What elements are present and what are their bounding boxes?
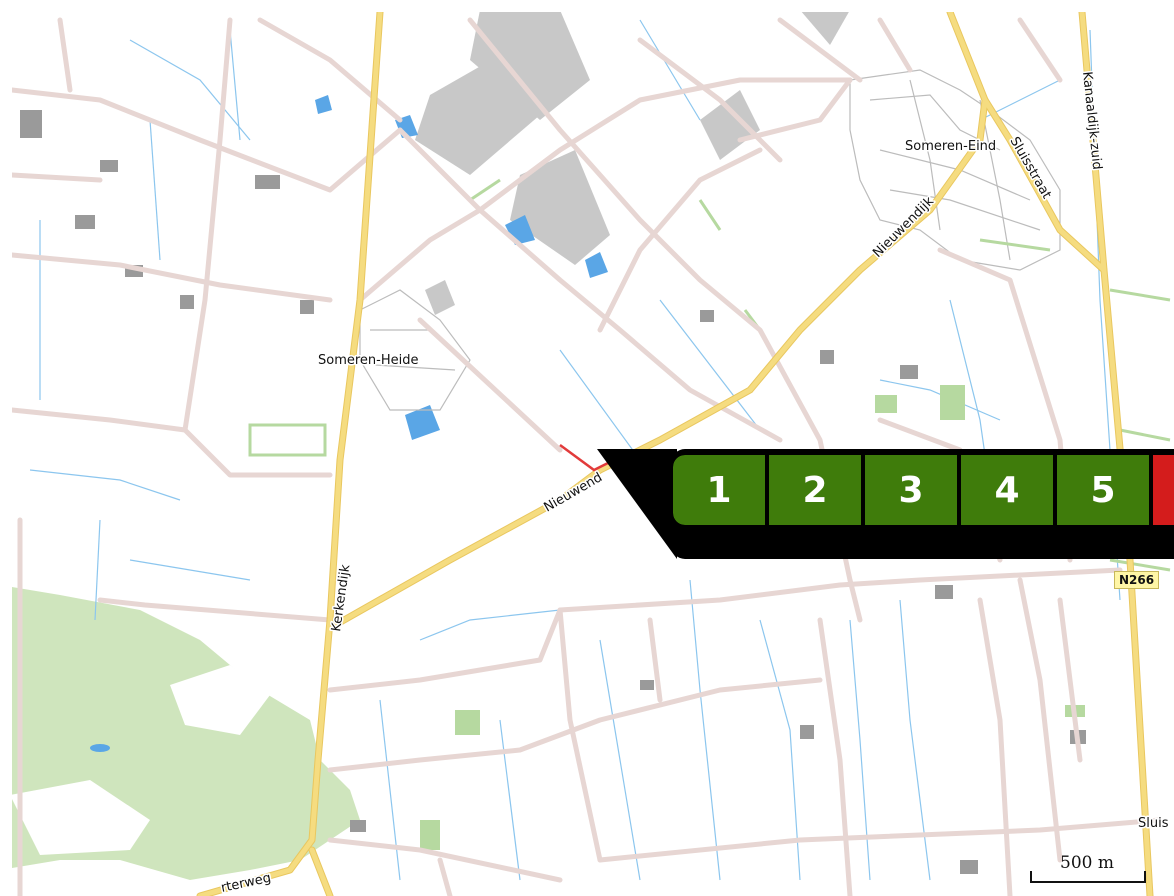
place-label-someren-heide: Someren-Heide xyxy=(318,353,419,368)
scale-bar: 500 m xyxy=(1028,853,1146,885)
road-label-nieuwendijk: Nieuwendijk xyxy=(870,194,937,261)
water-bodies xyxy=(90,95,608,752)
route-step-button-stop[interactable] xyxy=(1153,455,1174,525)
industrial-area xyxy=(415,10,850,315)
map-frame-top xyxy=(0,0,1174,12)
place-label-sluis: Sluis xyxy=(1138,816,1169,831)
road-label-nieuwend: Nieuwend xyxy=(542,470,606,515)
place-label-someren-eind: Someren-Eind xyxy=(905,139,996,154)
route-number-badge: N266 xyxy=(1114,571,1160,589)
road-label-rterweg: rterweg xyxy=(220,871,273,896)
clearing xyxy=(170,665,270,735)
route-highlight xyxy=(559,443,611,472)
road-label-kanaaldijk-zuid: Kanaaldijk-zuid xyxy=(1079,71,1104,171)
route-step-button-1[interactable]: 1 xyxy=(673,455,765,525)
map-frame-left xyxy=(0,0,12,896)
route-step-button-4[interactable]: 4 xyxy=(961,455,1053,525)
clearing xyxy=(10,780,150,855)
scale-bar-label: 500 m xyxy=(1060,853,1114,873)
farm-buildings xyxy=(20,110,1086,874)
route-step-button-5[interactable]: 5 xyxy=(1057,455,1149,525)
scale-bar-line xyxy=(1030,871,1146,883)
route-step-button-3[interactable]: 3 xyxy=(865,455,957,525)
route-step-button-2[interactable]: 2 xyxy=(769,455,861,525)
callout-pointer xyxy=(597,449,677,559)
route-step-buttons: 1 2 3 4 5 xyxy=(673,455,1174,525)
main-roads-fill xyxy=(197,9,1153,896)
minor-roads xyxy=(9,17,1163,896)
route-step-widget: 1 2 3 4 5 xyxy=(597,449,1174,559)
village-builtup xyxy=(359,69,1061,411)
green-patches xyxy=(420,385,1085,850)
